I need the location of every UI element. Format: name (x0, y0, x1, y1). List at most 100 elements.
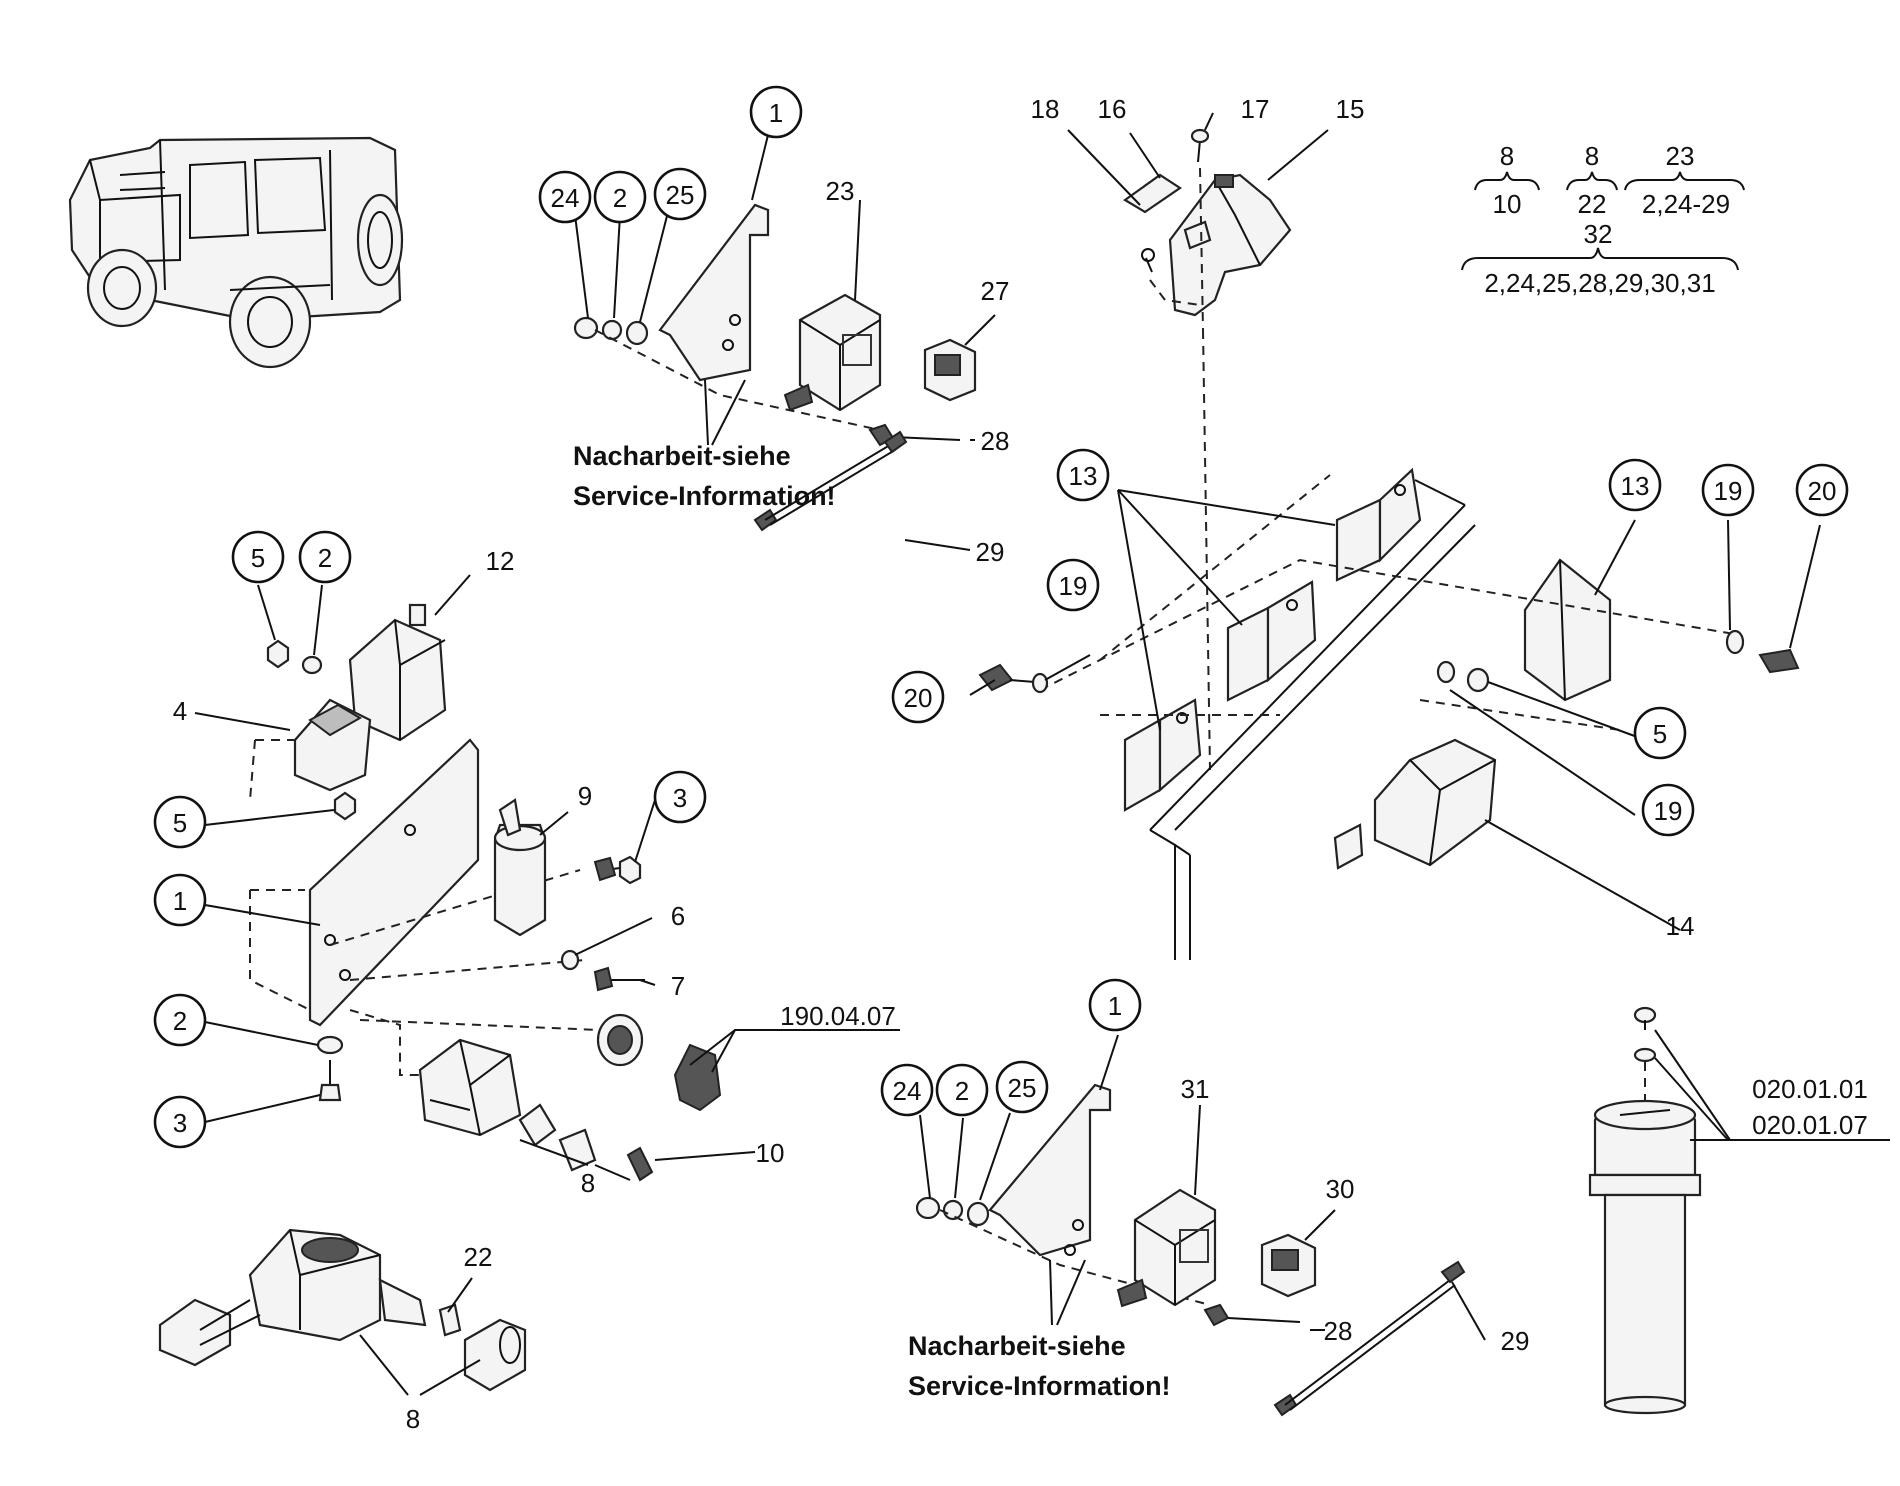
label-10: 10 (756, 1138, 785, 1168)
callout-circle (153, 873, 207, 927)
callout-number: 5 (173, 808, 187, 838)
label-28-top: 28 (981, 426, 1010, 456)
callout-circle (153, 993, 207, 1047)
callout-circle (1633, 706, 1687, 760)
callout-1: 1 (749, 85, 803, 139)
callout-number: 24 (551, 183, 580, 213)
callout-number: 24 (893, 1076, 922, 1106)
callout-circle (1056, 448, 1110, 502)
callout-2: 2 (935, 1063, 989, 1117)
callout-circle (935, 1063, 989, 1117)
label-23: 23 (826, 176, 855, 206)
callout-24: 24 (538, 170, 592, 224)
label-4: 4 (173, 696, 187, 726)
legend-g2-top: 8 (1585, 141, 1599, 171)
callout-5: 5 (153, 795, 207, 849)
left-panel-group (249, 603, 722, 1182)
callout-circle (995, 1060, 1049, 1114)
label-16: 16 (1098, 94, 1127, 124)
label-28-bottom: 28 (1324, 1316, 1353, 1346)
service-note-top: Nacharbeit-siehe Service-Information! (573, 441, 836, 511)
service-note-bottom: Nacharbeit-siehe Service-Information! (908, 1331, 1171, 1401)
callout-2: 2 (153, 993, 207, 1047)
callout-number: 5 (251, 543, 265, 573)
callout-circle (538, 170, 592, 224)
legend-g4-bottom: 2,24,25,28,29,30,31 (1484, 268, 1715, 298)
callout-number: 20 (1808, 476, 1837, 506)
callout-circle (298, 530, 352, 584)
label-27: 27 (981, 276, 1010, 306)
callout-5: 5 (1633, 706, 1687, 760)
label-29-bottom: 29 (1501, 1326, 1530, 1356)
service-note-bottom-line2: Service-Information! (908, 1371, 1171, 1401)
label-7: 7 (671, 971, 685, 1001)
bracket-group-top (573, 203, 977, 532)
legend-g4-top: 32 (1584, 219, 1613, 249)
callout-2: 2 (593, 170, 647, 224)
callout-13: 13 (1608, 458, 1662, 512)
callout-1: 1 (153, 873, 207, 927)
callout-number: 19 (1059, 571, 1088, 601)
callout-circle (153, 795, 207, 849)
callout-number: 1 (769, 98, 783, 128)
callout-19: 19 (1046, 558, 1100, 612)
callout-number: 25 (1008, 1073, 1037, 1103)
plain-labels: 23 27 28 29 18 16 17 15 12 4 9 6 7 10 8 … (173, 94, 1868, 1434)
callout-19: 19 (1701, 463, 1755, 517)
service-note-bottom-line1: Nacharbeit-siehe (908, 1331, 1126, 1361)
service-note-top-line2: Service-Information! (573, 481, 836, 511)
mounting-rail-group (978, 467, 1800, 960)
label-15: 15 (1336, 94, 1365, 124)
callout-1: 1 (1088, 978, 1142, 1032)
callout-circle (231, 530, 285, 584)
callout-number: 5 (1653, 719, 1667, 749)
callout-number: 2 (173, 1006, 187, 1036)
callout-circle (653, 770, 707, 824)
switch-assembly-8 (158, 1228, 527, 1392)
label-31: 31 (1181, 1074, 1210, 1104)
label-6: 6 (671, 901, 685, 931)
callout-circle (880, 1063, 934, 1117)
callout-number: 1 (1108, 991, 1122, 1021)
service-note-top-line1: Nacharbeit-siehe (573, 441, 791, 471)
label-14: 14 (1666, 911, 1695, 941)
legend-g1-bottom: 10 (1493, 189, 1522, 219)
callout-circle (1608, 458, 1662, 512)
legend-g3-top: 23 (1666, 141, 1695, 171)
callout-circle (1701, 463, 1755, 517)
label-8-bottom: 8 (406, 1404, 420, 1434)
callout-number: 2 (955, 1076, 969, 1106)
label-17: 17 (1241, 94, 1270, 124)
callout-20: 20 (891, 670, 945, 724)
callout-number: 3 (173, 1108, 187, 1138)
parts-group-legend (1461, 171, 1745, 271)
callout-number: 19 (1654, 796, 1683, 826)
callout-number: 2 (318, 543, 332, 573)
callout-13: 13 (1056, 448, 1110, 502)
callout-circle (1795, 463, 1849, 517)
vehicle-illustration (68, 136, 404, 369)
callout-2: 2 (298, 530, 352, 584)
callout-number: 3 (673, 783, 687, 813)
callout-number: 25 (666, 180, 695, 210)
legend-g2-bottom: 22 (1578, 189, 1607, 219)
callout-circle (653, 167, 707, 221)
callout-circle (1088, 978, 1142, 1032)
label-30: 30 (1326, 1174, 1355, 1204)
callout-circle (749, 85, 803, 139)
callout-circle (1046, 558, 1100, 612)
legend-text: 8 10 8 22 23 2,24-29 32 2,24,25,28,29,30… (1484, 141, 1730, 298)
callout-number: 20 (904, 683, 933, 713)
label-22: 22 (464, 1242, 493, 1272)
callout-5: 5 (231, 530, 285, 584)
sensor-tube (1588, 1006, 1731, 1415)
callout-number: 13 (1621, 471, 1650, 501)
legend-g1-top: 8 (1500, 141, 1514, 171)
label-9: 9 (578, 781, 592, 811)
label-8-mid: 8 (581, 1168, 595, 1198)
callout-circle (153, 1095, 207, 1149)
callout-number: 1 (173, 886, 187, 916)
callout-circle (891, 670, 945, 724)
